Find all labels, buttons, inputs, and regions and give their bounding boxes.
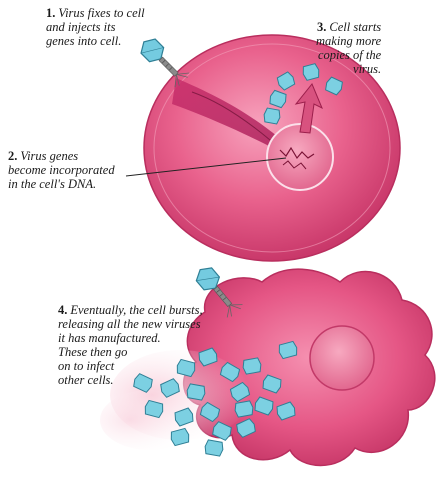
step-3-caption: 3.Cell starts making more copies of the …: [316, 20, 381, 76]
step-2-caption: 2.Virus genes become incorporated in the…: [8, 149, 115, 191]
step-text: making more: [316, 34, 382, 48]
step-number: 2.: [8, 149, 18, 163]
step-number: 1.: [46, 6, 56, 20]
step-text: Virus genes: [20, 149, 79, 163]
step-text: Eventually, the cell bursts,: [70, 303, 203, 317]
new-virus-particles-top: [263, 63, 343, 125]
bacteriophage-icon: [140, 38, 190, 88]
step-text: copies of the: [317, 48, 382, 62]
step-4-caption: 4.Eventually, the cell bursts, releasing…: [58, 303, 203, 387]
injection-channel: [172, 78, 292, 158]
step-text: releasing all the new viruses: [58, 317, 201, 331]
step-1-caption: 1.Virus fixes to cell and injects its ge…: [46, 6, 145, 48]
step-number: 4.: [58, 303, 68, 317]
step-text: become incorporated: [8, 163, 115, 177]
bacteriophage-icon: [195, 267, 243, 318]
nucleus-bottom: [309, 325, 375, 391]
step-text: on to infect: [58, 359, 115, 373]
step-text: other cells.: [58, 373, 114, 387]
step-text: and injects its: [46, 20, 116, 34]
step-text: Virus fixes to cell: [58, 6, 145, 20]
step-number: 3.: [317, 20, 327, 34]
replication-arrow-icon: [294, 83, 323, 134]
step-text: in the cell's DNA.: [8, 177, 97, 191]
caption-2-leader-line: [125, 157, 287, 177]
step-text: Cell starts: [329, 20, 382, 34]
step-text: genes into cell.: [46, 34, 122, 48]
released-virus-particles: [133, 340, 298, 457]
nucleus-top: [266, 123, 334, 191]
step-text: These then go: [58, 345, 128, 359]
step-text: it has manufactured.: [58, 331, 161, 345]
step-text: virus.: [353, 62, 382, 76]
